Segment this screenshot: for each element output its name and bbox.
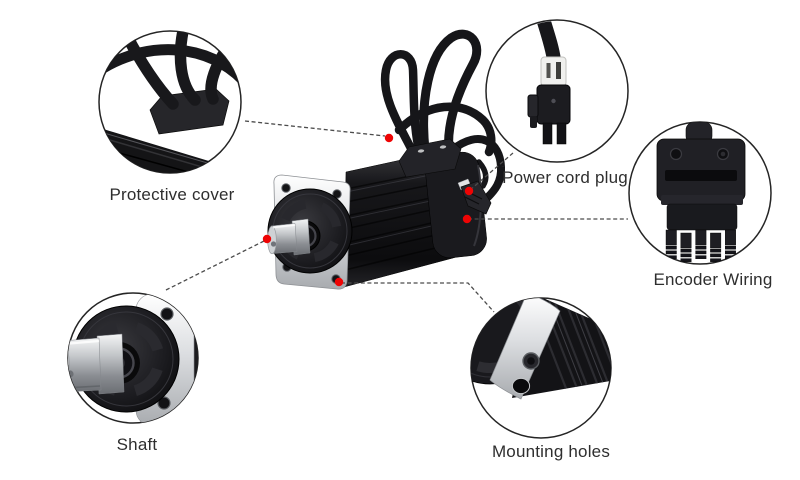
- encoder-pins: [665, 229, 736, 263]
- label-encoder-wiring: Encoder Wiring: [653, 270, 773, 289]
- leader-line-mounting-holes: [341, 282, 495, 313]
- marker-dot-protective-cover: [384, 133, 394, 143]
- label-mounting-holes: Mounting holes: [491, 442, 611, 461]
- protective-cover-block: [398, 138, 462, 178]
- label-shaft: Shaft: [116, 435, 158, 454]
- marker-dots: [262, 133, 474, 287]
- marker-dot-encoder-wiring: [462, 214, 472, 224]
- mounting-hole: [511, 377, 531, 395]
- marker-dot-mounting-holes: [334, 277, 344, 287]
- label-power-cord-plug: Power cord plug: [502, 168, 628, 187]
- encoder-wiring-photo-circle: [628, 121, 772, 265]
- cable-bundle: [380, 29, 506, 201]
- protective-cover-photo-circle: [98, 30, 242, 174]
- marker-dot-shaft: [262, 234, 272, 244]
- motor-shaft: [267, 218, 311, 256]
- leader-lines: [163, 120, 628, 313]
- flange-hole: [281, 183, 291, 193]
- motor-body: [343, 149, 487, 288]
- label-protective-cover: Protective cover: [109, 185, 235, 204]
- leader-line-power-cord-plug: [469, 152, 514, 191]
- leader-line-shaft: [163, 240, 265, 292]
- shaft-photo-circle: [67, 292, 199, 424]
- leader-line-protective-cover: [244, 120, 386, 137]
- motor-photo: [267, 29, 506, 290]
- power-cord-plug-photo-circle: [485, 19, 629, 163]
- mounting-holes-photo-circle: [470, 297, 612, 439]
- marker-dot-power-cord-plug: [464, 186, 474, 196]
